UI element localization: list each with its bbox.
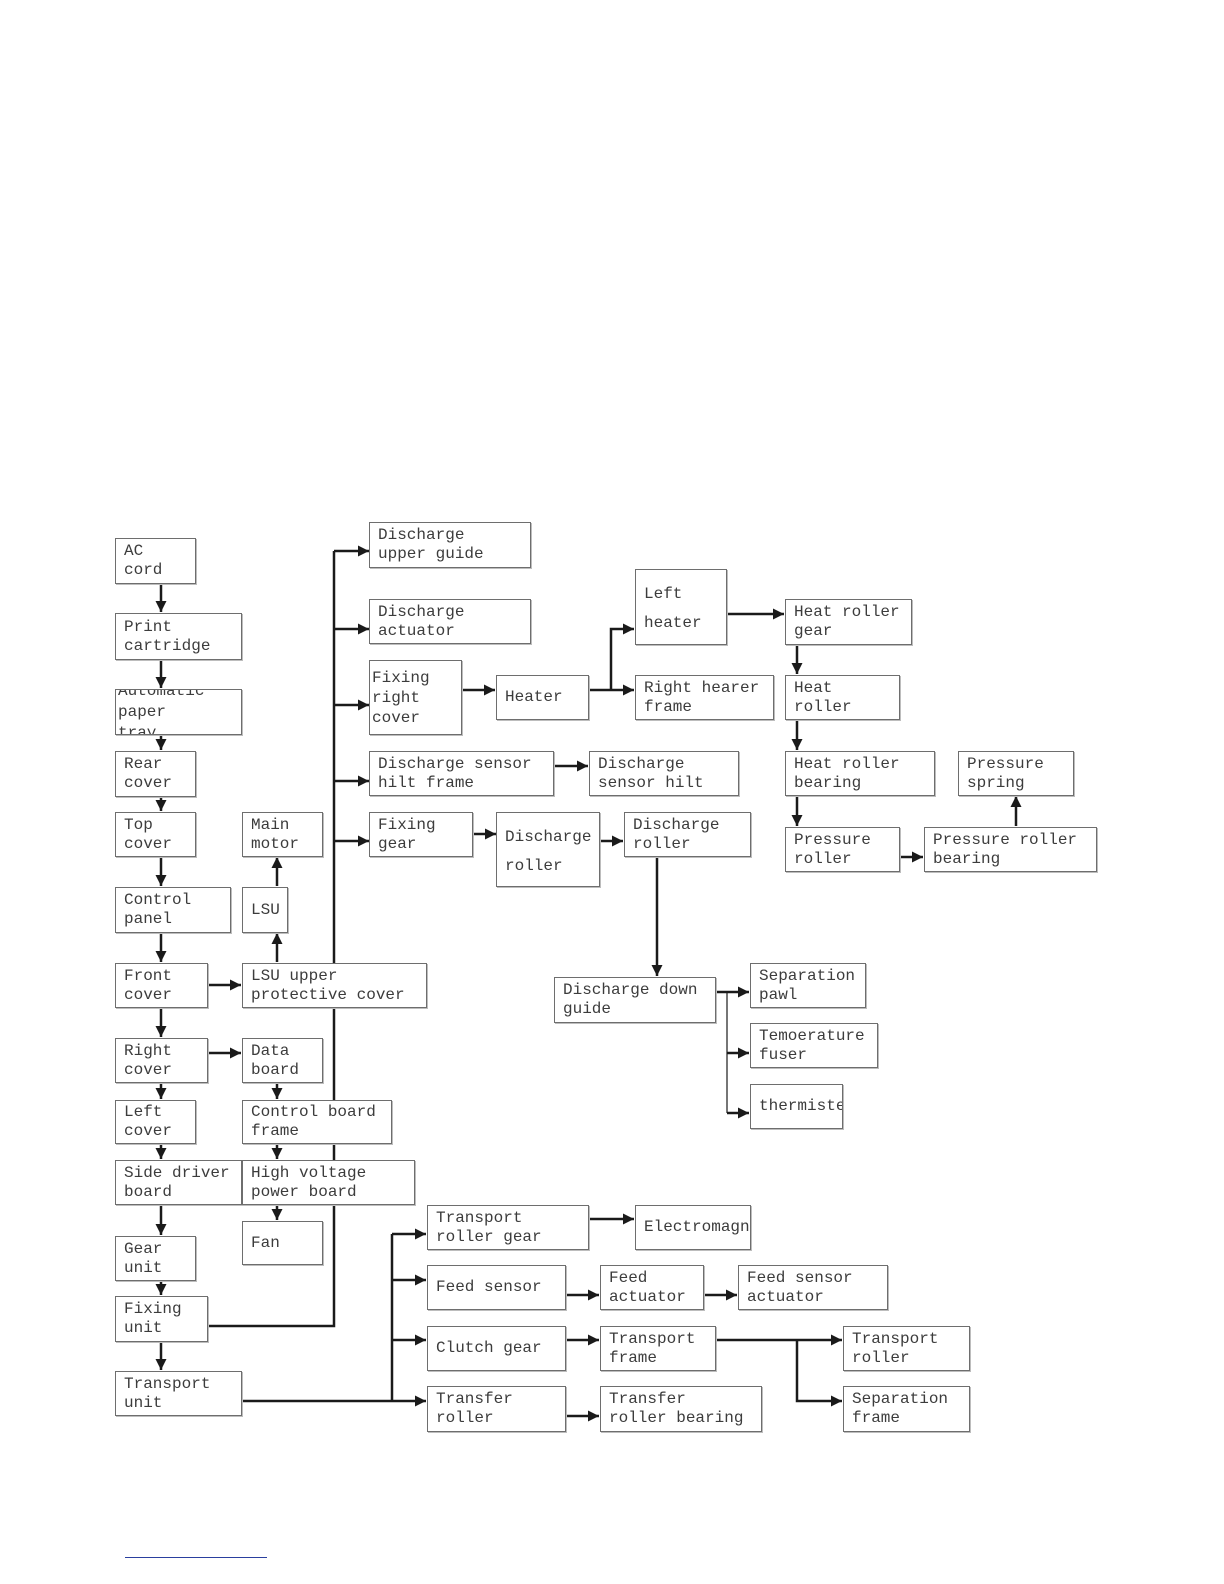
node-feed-actuator: Feed actuator — [600, 1265, 704, 1310]
arrow-heater-to-left-frame — [609, 623, 634, 690]
node-heat-roller-bearing: Heat roller bearing — [785, 751, 935, 796]
node-transport-roller: Transport roller — [843, 1326, 970, 1371]
node-discharge-sensor-hilt: Discharge sensor hilt — [589, 751, 739, 796]
node-discharge-upper-guide: Discharge upper guide — [369, 522, 531, 568]
node-ac-cord: AC cord — [115, 538, 196, 584]
node-automatic-paper-tray: Automatic paper tray — [115, 689, 242, 735]
node-separation-frame: Separation frame — [843, 1386, 970, 1432]
node-left-heater-frame: Left heater frame — [635, 569, 727, 645]
node-front-cover: Front cover — [115, 963, 208, 1008]
node-control-board-frame: Control board frame — [242, 1100, 392, 1144]
node-print-cartridge: Print cartridge — [115, 613, 242, 660]
node-transport-unit: Transport unit — [115, 1371, 242, 1416]
node-lsu-upper-protective-cover: LSU upper protective cover — [242, 963, 427, 1008]
node-thermister: thermister — [750, 1084, 843, 1129]
node-fan: Fan — [242, 1221, 323, 1265]
node-main-motor: Main motor — [242, 812, 323, 857]
node-lsu: LSU — [242, 887, 288, 933]
node-gear-unit: Gear unit — [115, 1236, 196, 1281]
node-transport-frame: Transport frame — [600, 1326, 716, 1371]
node-fixing-unit: Fixing unit — [115, 1296, 208, 1342]
node-pressure-spring: Pressure spring — [958, 751, 1074, 796]
node-discharge-roller-gear: Discharge roller gear — [496, 812, 600, 887]
node-fixing-right-cover: Fixing right cover — [369, 660, 462, 735]
arrow-transport-frame-to-separation — [795, 1340, 842, 1407]
node-heat-roller: Heat roller — [785, 675, 900, 720]
node-clutch-gear: Clutch gear — [427, 1326, 566, 1371]
node-heater: Heater — [496, 675, 589, 720]
node-feed-sensor: Feed sensor — [427, 1265, 566, 1310]
node-feed-sensor-actuator: Feed sensor actuator — [738, 1265, 888, 1310]
node-discharge-actuator: Discharge actuator — [369, 599, 531, 644]
node-temoerature-fuser: Temoerature fuser — [750, 1023, 878, 1068]
node-transfer-roller: Transfer roller — [427, 1386, 566, 1432]
node-rear-cover: Rear cover — [115, 751, 196, 797]
line-fixing-bus — [207, 551, 336, 1328]
node-separation-pawl: Separation pawl — [750, 963, 866, 1008]
node-right-hearer-frame: Right hearer frame — [635, 675, 774, 720]
node-control-panel: Control panel — [115, 887, 231, 933]
node-heat-roller-gear: Heat roller gear — [785, 599, 912, 645]
node-top-cover: Top cover — [115, 812, 196, 857]
node-transfer-roller-bearing: Transfer roller bearing — [600, 1386, 762, 1432]
node-data-board: Data board — [242, 1038, 323, 1083]
node-fixing-gear: Fixing gear — [369, 812, 473, 857]
node-right-cover: Right cover — [115, 1038, 208, 1083]
node-side-driver-board: Side driver board — [115, 1160, 242, 1205]
node-discharge-sensor-hilt-frame: Discharge sensor hilt frame — [369, 751, 554, 796]
footnote-divider — [125, 1557, 267, 1558]
node-electromagnet: Electromagnet — [635, 1205, 751, 1250]
node-left-cover: Left cover — [115, 1100, 196, 1144]
node-pressure-roller: Pressure roller — [785, 827, 900, 872]
node-pressure-roller-bearing: Pressure roller bearing — [924, 827, 1097, 872]
node-high-voltage-power-board: High voltage power board — [242, 1160, 415, 1205]
node-discharge-roller: Discharge roller — [624, 812, 751, 857]
node-discharge-down-guide: Discharge down guide — [554, 977, 716, 1023]
node-transport-roller-gear: Transport roller gear — [427, 1205, 589, 1250]
